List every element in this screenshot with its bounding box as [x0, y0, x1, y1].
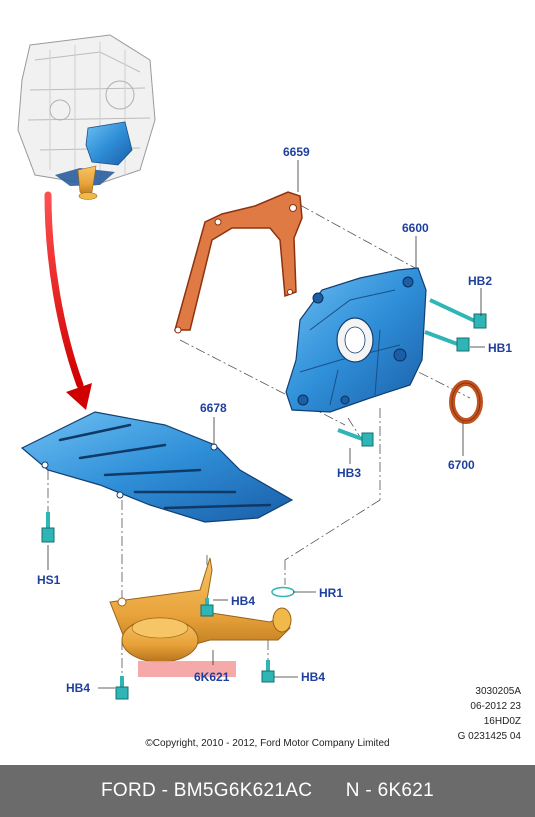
label-6659: 6659: [283, 145, 310, 159]
reference-engine: 16HD0Z: [483, 716, 521, 727]
footer-part-code: N - 6K621: [345, 780, 435, 801]
engine-thumbnail: [17, 34, 156, 200]
seal-6700: [449, 380, 483, 424]
label-hr1: HR1: [319, 586, 344, 600]
copyright-text: ©Copyright, 2010 - 2012, Ford Motor Comp…: [145, 738, 390, 749]
label-6700: 6700: [448, 458, 475, 472]
oring-hr1: [271, 586, 295, 598]
reference-code: 3030205A: [475, 686, 521, 697]
label-6K621: 6K621: [194, 670, 230, 684]
bolt-hb4-top: [200, 598, 214, 617]
bolt-hb2: [429, 298, 487, 329]
footer-part-number: FORD - BM5G6K621AC: [100, 780, 313, 801]
parts-diagram: [17, 34, 487, 700]
oil-pickup-6K621: [109, 557, 292, 677]
label-hs1: HS1: [37, 573, 61, 587]
label-leaders: [47, 160, 485, 689]
reference-date: 06-2012 23: [470, 701, 521, 712]
bolt-hb4-right: [261, 660, 275, 683]
footer-bar: FORD - BM5G6K621AC N - 6K621: [0, 765, 535, 817]
bolt-hs1: [41, 512, 55, 543]
label-hb4-right: HB4: [301, 670, 326, 684]
label-6678: 6678: [200, 401, 227, 415]
label-hb3: HB3: [337, 466, 362, 480]
footer-spacer: [312, 780, 345, 802]
pointer-arrow: [44, 191, 92, 410]
bolt-hb1: [424, 330, 470, 352]
reference-number: G 0231425 04: [457, 731, 521, 742]
label-6600: 6600: [402, 221, 429, 235]
oil-pump-6600: [285, 267, 427, 413]
bolt-hb4-left: [115, 676, 129, 700]
bolt-hb3: [337, 428, 374, 447]
reference-block: 3030205A 06-2012 23 16HD0Z G 0231425 04: [458, 684, 521, 744]
label-hb4-left: HB4: [66, 681, 91, 695]
gasket-6659: [174, 191, 303, 334]
baffle-6678: [20, 411, 294, 523]
label-hb1: HB1: [488, 341, 513, 355]
label-hb2: HB2: [468, 274, 493, 288]
label-hb4-top: HB4: [231, 594, 256, 608]
